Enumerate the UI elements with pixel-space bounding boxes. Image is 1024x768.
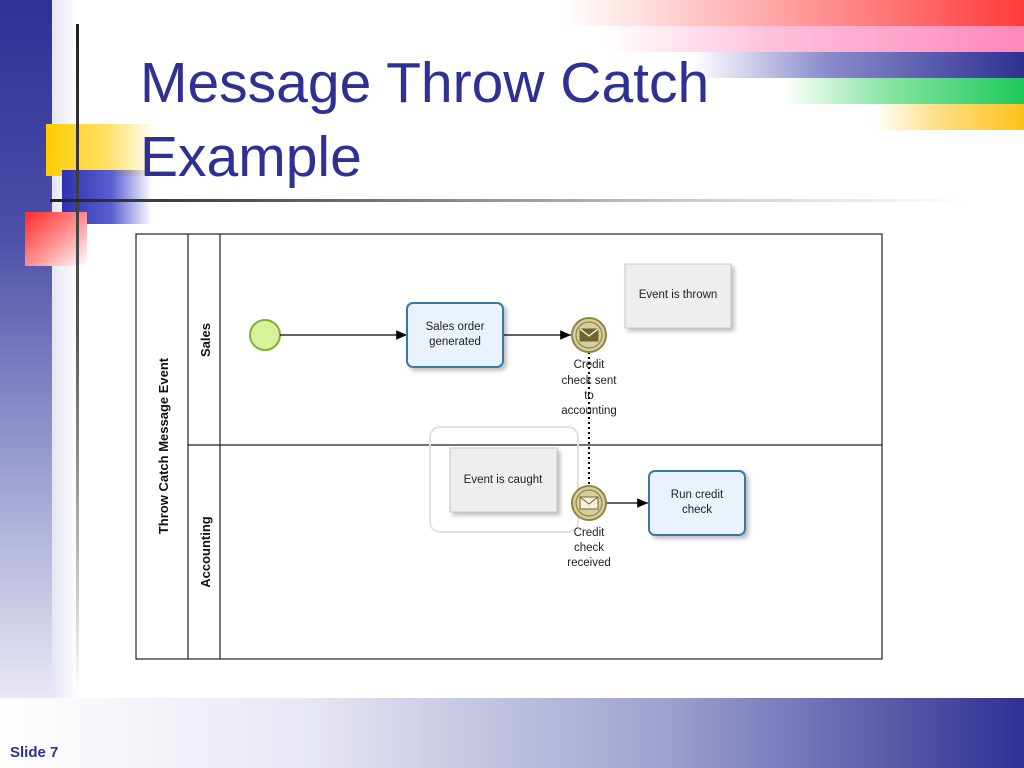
pool-frame <box>135 233 883 660</box>
stripe-green <box>784 78 1024 104</box>
horizontal-rule <box>50 199 970 202</box>
left-gradient-bar <box>0 0 52 768</box>
task-sales-order-label-2: generated <box>429 336 481 348</box>
annotation-caught-text: Event is caught <box>464 474 543 486</box>
throw-label-2: check sent <box>562 375 618 387</box>
catch-message-event <box>571 485 607 521</box>
throw-label-1: Credit <box>574 359 605 371</box>
annotation-caught <box>449 447 558 513</box>
task-sales-order <box>406 302 504 368</box>
vertical-rule <box>76 24 79 694</box>
task-run-credit-label-1: Run credit <box>671 489 724 501</box>
yellow-square-decoration <box>46 124 156 176</box>
annotation-thrown-text: Event is thrown <box>639 289 718 301</box>
stripe-yellow <box>874 104 1024 130</box>
bottom-gradient-band <box>0 698 1024 768</box>
pool-label: Throw Catch Message Event <box>156 357 171 534</box>
catch-label-1: Credit <box>574 527 605 539</box>
throw-message-event <box>571 317 607 353</box>
task-run-credit-check <box>648 470 746 536</box>
title-line-2: Example <box>140 125 362 189</box>
lane-label-accounting: Accounting <box>198 516 213 588</box>
task-sales-order-label-1: Sales order <box>426 321 485 333</box>
throw-label-3: to <box>584 390 594 402</box>
catch-label-3: received <box>567 557 610 569</box>
title-line-1: Message Throw Catch <box>140 51 710 115</box>
task-run-credit-label-2: check <box>682 504 712 516</box>
throw-label-4: accounting <box>561 405 617 417</box>
lane-label-sales: Sales <box>198 323 213 357</box>
start-event <box>249 319 281 351</box>
stripe-pink <box>604 26 1024 52</box>
left-shade <box>52 0 78 700</box>
slide-title: Message Throw Catch Example <box>140 46 840 194</box>
annotation-thrown <box>624 263 732 329</box>
catch-label-2: check <box>574 542 604 554</box>
slide-number: Slide 7 <box>10 744 59 761</box>
stripe-red <box>564 0 1024 26</box>
stripe-blue <box>694 52 1024 78</box>
selection-outline <box>429 426 579 533</box>
